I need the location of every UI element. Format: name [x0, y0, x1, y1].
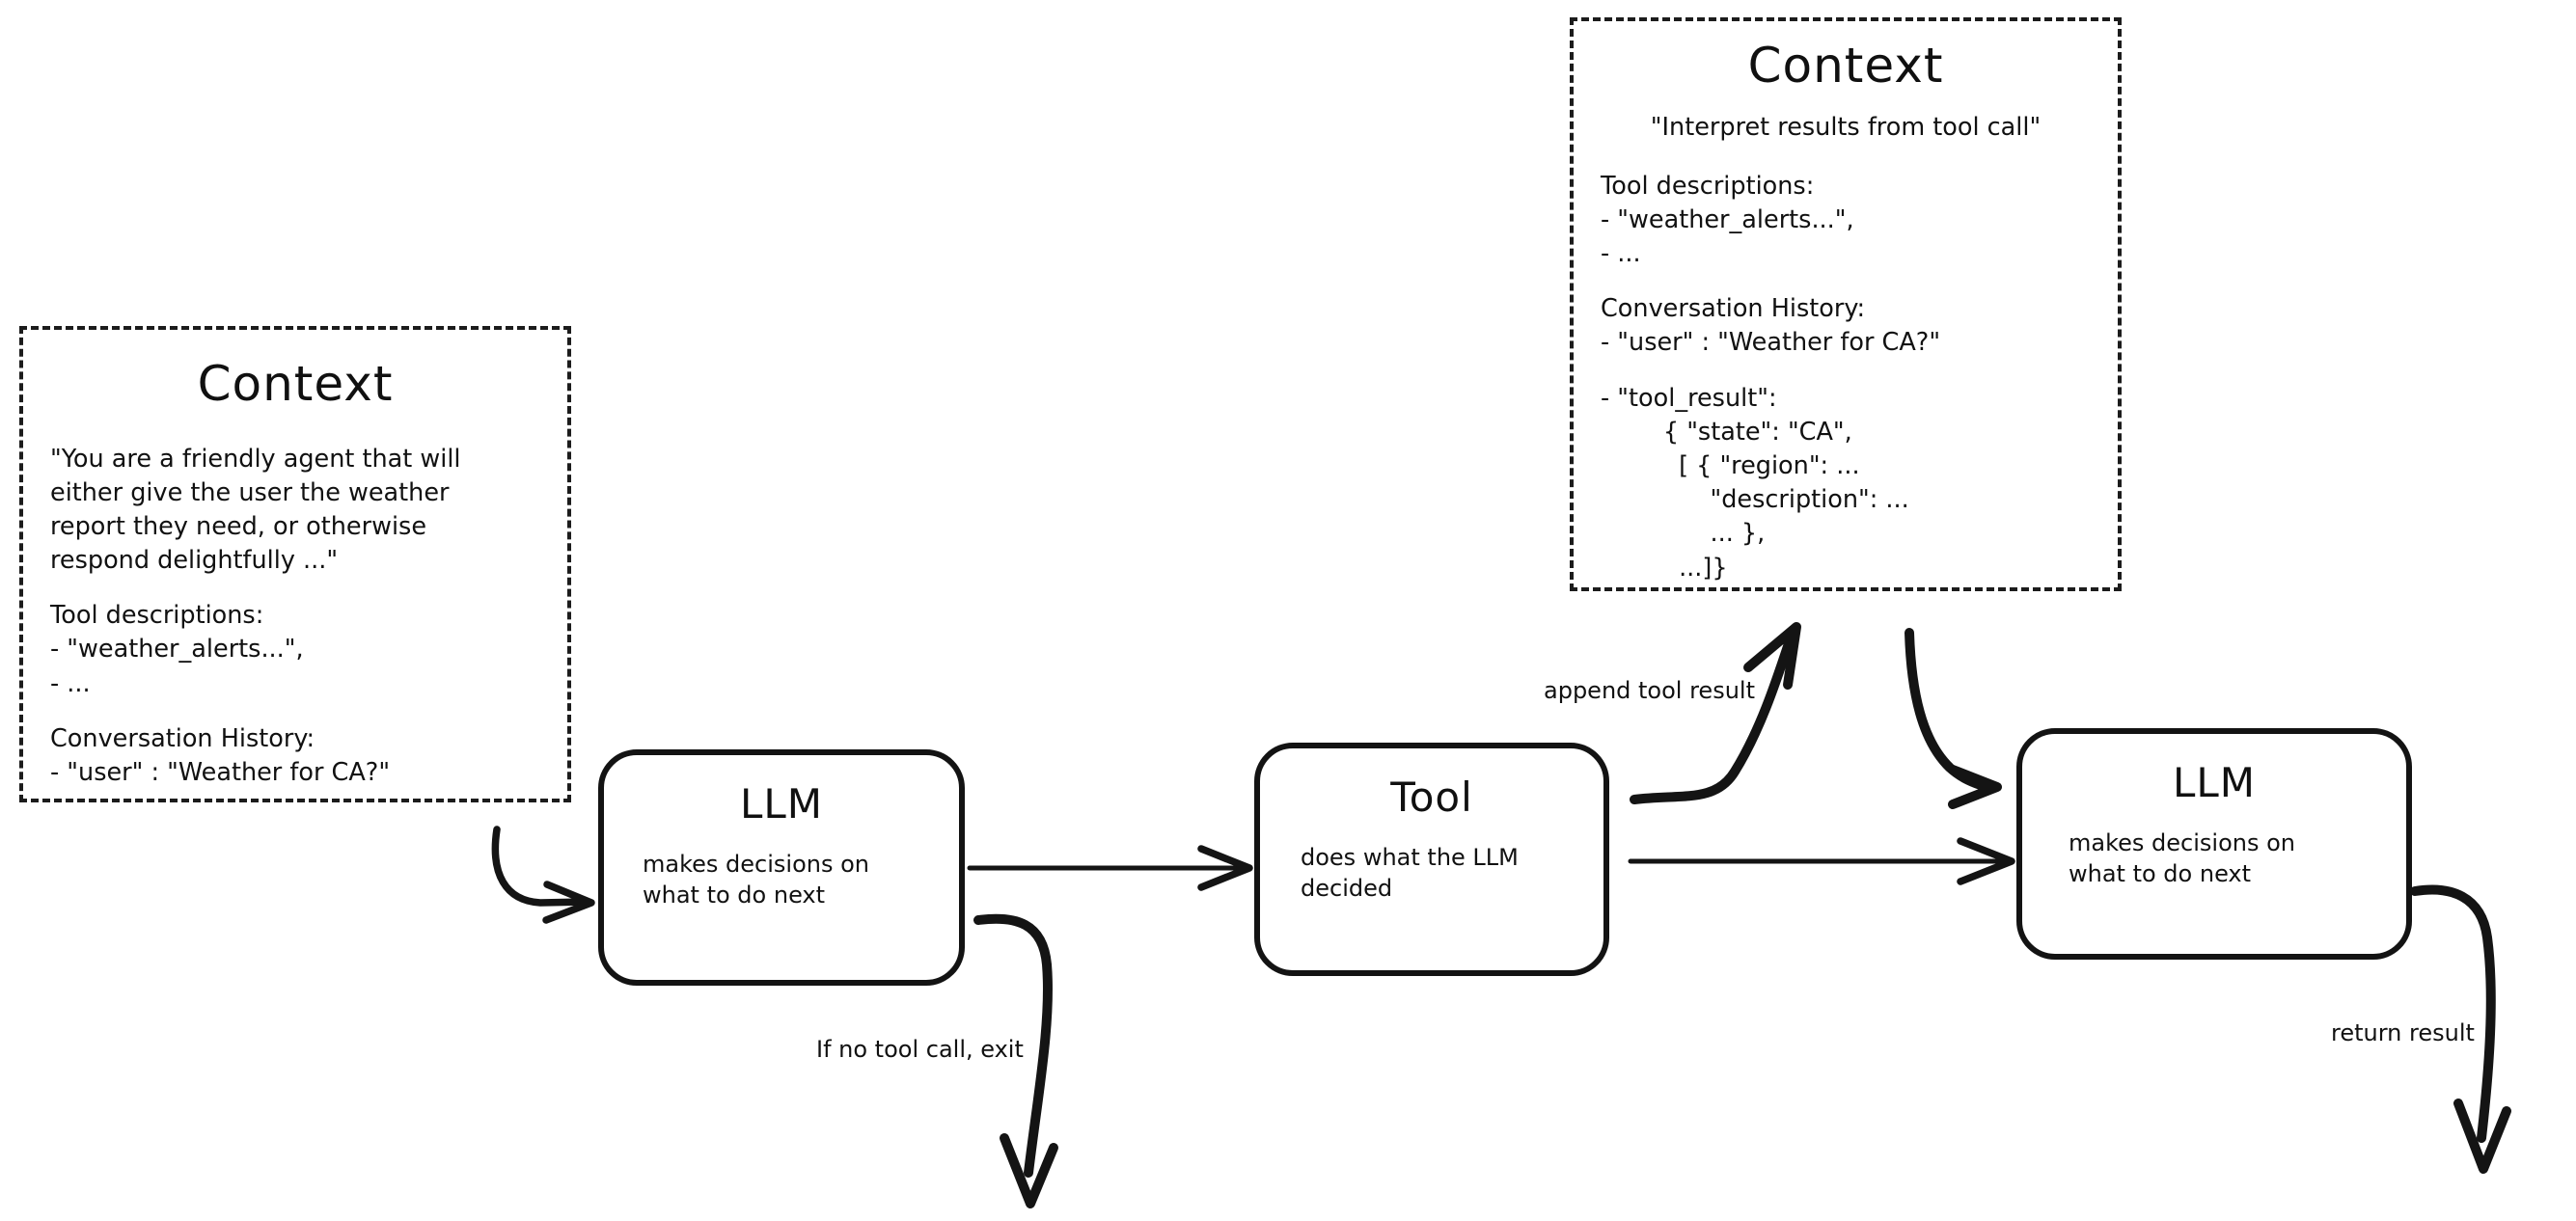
context-right-tool-descriptions: Tool descriptions: - "weather_alerts..."… — [1601, 171, 1854, 269]
context-box-left: Context "You are a friendly agent that w… — [19, 326, 571, 802]
context-right-system-prompt: "Interpret results from tool call" — [1650, 112, 2042, 142]
context-left-system-prompt: "You are a friendly agent that will eith… — [50, 444, 461, 576]
context-box-right: Context "Interpret results from tool cal… — [1570, 17, 2122, 591]
arrow-tool-to-llm — [1628, 837, 2015, 885]
arrow-context-to-llm — [491, 826, 595, 924]
node-tool-title: Tool — [1390, 773, 1473, 821]
edge-label-return-result: return result — [2331, 1019, 2475, 1046]
edge-label-no-tool-call: If no tool call, exit — [816, 1036, 1024, 1063]
edge-label-append-tool-result: append tool result — [1544, 677, 1755, 704]
node-llm-second-subtitle: makes decisions on what to do next — [2069, 829, 2295, 888]
context-right-conversation-history: Conversation History: - "user" : "Weathe… — [1601, 294, 1941, 358]
arrow-context-to-llm-second — [1905, 628, 2002, 809]
arrow-llm-to-tool — [967, 845, 1253, 891]
context-left-title: Context — [197, 356, 394, 412]
node-llm-first-subtitle: makes decisions on what to do next — [643, 851, 869, 909]
node-llm-second[interactable]: LLM makes decisions on what to do next — [2016, 728, 2412, 960]
node-tool-subtitle: does what the LLM decided — [1301, 844, 1519, 903]
node-llm-second-title: LLM — [2172, 759, 2257, 806]
context-right-tool-result: - "tool_result": { "state": "CA", [ { "r… — [1601, 383, 1909, 583]
node-llm-first-title: LLM — [739, 780, 824, 828]
arrow-append-tool-result — [1630, 622, 1801, 804]
node-llm-first[interactable]: LLM makes decisions on what to do next — [598, 749, 965, 986]
node-tool[interactable]: Tool does what the LLM decided — [1254, 743, 1609, 976]
context-left-tool-descriptions: Tool descriptions: - "weather_alerts..."… — [50, 601, 304, 698]
context-left-conversation-history: Conversation History: - "user" : "Weathe… — [50, 723, 391, 787]
context-right-title: Context — [1747, 38, 1944, 94]
